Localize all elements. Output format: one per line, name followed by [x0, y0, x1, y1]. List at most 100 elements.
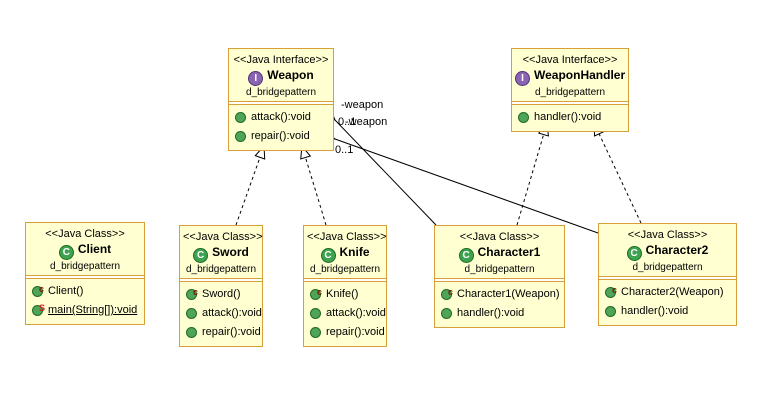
public-method-icon — [605, 306, 616, 317]
multiplicity-label[interactable]: 0..1 — [335, 144, 354, 156]
method-row: handler():void — [441, 304, 560, 323]
method-row: repair():void — [186, 323, 261, 342]
method-row: attack():void — [186, 304, 262, 323]
method-label: Character1(Weapon) — [457, 288, 560, 300]
package-label: d_bridgepattern — [185, 264, 257, 275]
public-method-icon — [235, 131, 246, 142]
stereotype-label: <<Java Class>> — [459, 231, 540, 243]
compartment-separator — [512, 101, 628, 105]
method-row: repair():void — [310, 323, 385, 342]
package-label: d_bridgepattern — [464, 264, 535, 275]
method-label: handler():void — [534, 111, 602, 123]
class-header: <<Java Interface>> I WeaponHandler d_brid… — [512, 49, 628, 101]
method-row: attack():void — [310, 304, 386, 323]
class-name: Sword — [212, 245, 249, 259]
public-method-icon — [186, 327, 197, 338]
public-method-icon — [310, 327, 321, 338]
constructor-icon: c — [441, 287, 453, 300]
stereotype-label: <<Java Interface>> — [233, 54, 329, 66]
package-label: d_bridgepattern — [309, 264, 381, 275]
method-row: handler():void — [605, 302, 732, 321]
method-row: c Character1(Weapon) — [441, 285, 560, 304]
public-method-icon — [518, 112, 529, 123]
edge-realization-knife-weapon[interactable] — [300, 144, 327, 226]
compartment-separator — [599, 276, 736, 280]
constructor-icon: c — [186, 287, 198, 300]
method-label: Character2(Weapon) — [621, 286, 724, 298]
method-row: handler():void — [518, 108, 624, 127]
method-label: handler():void — [457, 307, 525, 319]
compartment-separator — [26, 275, 144, 279]
class-icon: C — [626, 246, 642, 261]
package-label: d_bridgepattern — [49, 261, 121, 272]
methods-compartment: handler():void — [512, 105, 628, 131]
class-name: Character1 — [477, 245, 541, 259]
association-role-label[interactable]: -weapon — [341, 99, 384, 111]
methods-compartment: c Character1(Weapon) handler():void — [435, 282, 564, 327]
public-method-icon — [441, 308, 452, 319]
class-name: Knife — [339, 245, 370, 259]
class-icon: C — [458, 248, 474, 263]
class-name: Client — [77, 242, 112, 256]
constructor-icon: c — [310, 287, 322, 300]
constructor-modifier: c — [193, 287, 199, 297]
package-label: d_bridgepattern — [245, 87, 317, 98]
class-box-weaponhandler[interactable]: <<Java Interface>> I WeaponHandler d_brid… — [511, 48, 629, 132]
stereotype-label: <<Java Class>> — [627, 229, 708, 241]
method-label: repair():void — [202, 326, 261, 338]
interface-icon: I — [515, 71, 530, 86]
association-role-label[interactable]: -weapon — [345, 116, 388, 128]
class-name: Weapon — [267, 68, 314, 82]
stereotype-label: <<Java Class>> — [45, 228, 125, 240]
stereotype-label: <<Java Interface>> — [522, 54, 618, 66]
constructor-modifier: c — [612, 285, 618, 295]
constructor-modifier: c — [317, 287, 323, 297]
edge-realization-character2-weaponhandler[interactable] — [593, 121, 642, 224]
method-label: Knife() — [326, 288, 359, 300]
method-label: repair():void — [326, 326, 385, 338]
class-icon: C — [58, 245, 74, 260]
stereotype-label: <<Java Class>> — [307, 231, 387, 243]
compartment-separator — [229, 101, 333, 105]
method-label: Sword() — [202, 288, 241, 300]
compartment-separator — [435, 278, 564, 282]
edge-association-character2-weapon[interactable] — [324, 131, 599, 234]
constructor-icon: c — [605, 285, 617, 298]
method-label: main(String[]):void — [48, 304, 138, 316]
edge-association-character1-weapon[interactable] — [324, 109, 437, 226]
interface-icon: I — [248, 71, 264, 86]
method-row: repair():void — [235, 127, 329, 146]
compartment-separator — [180, 278, 262, 282]
package-label: d_bridgepattern — [534, 87, 606, 98]
edge-realization-sword-weapon[interactable] — [235, 144, 266, 226]
method-label: repair():void — [251, 130, 310, 142]
public-method-icon — [235, 112, 246, 123]
static-method-icon: S — [32, 303, 45, 316]
constructor-icon: c — [32, 284, 44, 297]
multiplicity-label[interactable]: 0..1 — [338, 116, 357, 128]
package-label: d_bridgepattern — [632, 262, 703, 273]
class-name: WeaponHandler — [534, 68, 626, 82]
class-name: Character2 — [645, 243, 709, 257]
methods-compartment: attack():void repair():void — [229, 105, 333, 150]
public-method-icon — [186, 308, 197, 319]
